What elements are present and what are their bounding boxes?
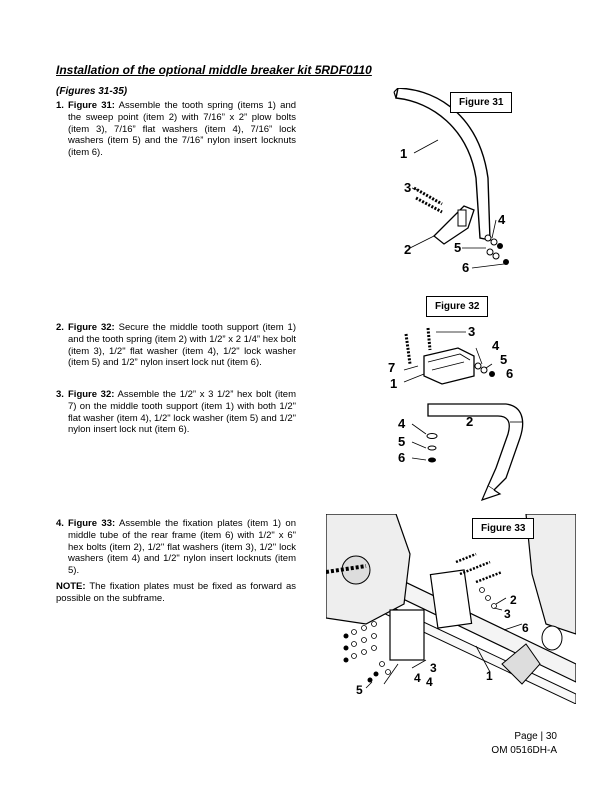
figure-31-label: Figure 31 (450, 92, 513, 113)
step-text: Assemble the fixation plates (item 1) on… (68, 518, 296, 577)
locknut (497, 243, 503, 249)
callout: 2 (404, 242, 411, 257)
figure-33-label: Figure 33 (472, 518, 535, 539)
figure-reference: Figure 32: (68, 389, 115, 400)
callout: 4 (414, 671, 421, 685)
hex-bolt (426, 327, 432, 351)
callout: 6 (522, 621, 529, 635)
step-3: 3. Figure 32: Assemble the 1/2” x 3 1/2”… (56, 389, 296, 436)
figure-33: 1 2 3 4 5 6 3 4 (326, 514, 576, 704)
fixation-plate (429, 569, 473, 629)
step-number: 2. (56, 322, 64, 333)
hex-bolt (459, 560, 491, 576)
figure-32: 1 2 3 4 5 6 7 4 5 6 (366, 318, 536, 508)
step-text: Assemble the 1/2” x 3 1/2” hex bolt (ite… (68, 389, 297, 436)
callout: 6 (462, 260, 469, 275)
callout: 3 (430, 661, 437, 675)
figure-32-label: Figure 32 (426, 296, 489, 317)
step-text: Assemble the tooth spring (items 1) and … (68, 100, 297, 159)
callout: 3 (404, 180, 411, 195)
page-number: Page | 30 (514, 731, 557, 742)
callout: 4 (492, 338, 500, 353)
fixation-plate (389, 609, 425, 661)
figure-32-drawing: 1 2 3 4 5 6 7 4 5 6 (388, 324, 524, 501)
callout: 5 (454, 240, 461, 255)
callout: 2 (510, 593, 517, 607)
lock-washer (490, 238, 498, 246)
note-label: NOTE: (56, 581, 86, 592)
step-1: 1. Figure 31: Assemble the tooth spring … (56, 100, 296, 159)
step-text: Secure the middle tooth support (item 1)… (68, 322, 296, 369)
callout: 1 (400, 146, 407, 161)
step-number: 3. (56, 389, 64, 400)
callout: 6 (398, 450, 405, 465)
figure-33-drawing: 1 2 3 4 5 6 3 4 (326, 514, 576, 704)
section-title: Installation of the optional middle brea… (56, 63, 372, 77)
callout: 6 (506, 366, 513, 381)
callout: 7 (388, 360, 395, 375)
callout: 3 (468, 324, 475, 339)
step-number: 1. (56, 100, 64, 111)
figure-31-drawing: 1 2 3 4 5 6 (393, 87, 509, 275)
callout: 5 (398, 434, 405, 449)
figure-reference: Figure 32: (68, 322, 115, 333)
callout: 4 (426, 675, 433, 689)
figures-reference: (Figures 31-35) (56, 86, 128, 97)
callout: 1 (486, 669, 493, 683)
sweep-point (480, 485, 502, 501)
sweep-point (433, 205, 475, 245)
flat-washer (484, 234, 492, 242)
hex-bolt (475, 570, 503, 584)
hex-bolt (455, 552, 477, 564)
step-number: 4. (56, 518, 64, 529)
hex-bolt-long (404, 333, 412, 365)
plow-bolt (413, 186, 443, 206)
plow-bolt (415, 196, 443, 214)
callout: 4 (398, 416, 406, 431)
callout: 2 (466, 414, 473, 429)
note-text: The fixation plates must be fixed as for… (56, 581, 296, 604)
note: NOTE: The fixation plates must be fixed … (56, 581, 296, 605)
step-2: 2. Figure 32: Secure the middle tooth su… (56, 322, 296, 369)
callout: 1 (390, 376, 397, 391)
callout: 5 (356, 683, 363, 697)
step-4: 4. Figure 33: Assemble the fixation plat… (56, 518, 296, 577)
figure-reference: Figure 33: (68, 518, 116, 529)
callout: 4 (498, 212, 506, 227)
figure-reference: Figure 31: (68, 100, 115, 111)
figure-31: 1 2 3 4 5 6 (372, 87, 522, 278)
document-code: OM 0516DH-A (491, 745, 557, 756)
callout: 3 (504, 607, 511, 621)
callout: 5 (500, 352, 507, 367)
tooth-spring (395, 87, 491, 241)
tooth-spring (427, 403, 524, 491)
